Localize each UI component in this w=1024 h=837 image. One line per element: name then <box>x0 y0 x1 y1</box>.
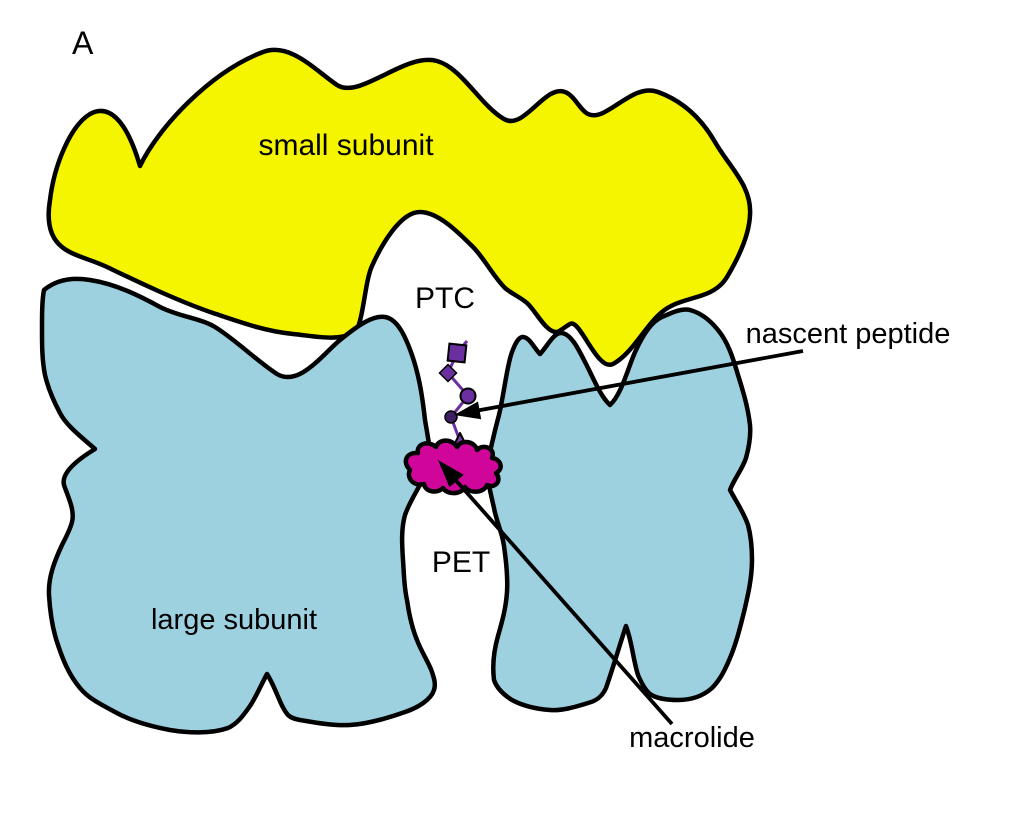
macrolide-arrow <box>438 460 674 726</box>
pet-label: PET <box>432 546 490 579</box>
nascent-peptide-label: nascent peptide <box>746 318 951 350</box>
nascent-peptide-arrowhead <box>454 401 482 420</box>
small-subunit-label: small subunit <box>258 129 434 162</box>
macrolide-arrow-shaft <box>450 474 674 726</box>
ptc-label: PTC <box>415 282 475 315</box>
macrolide-arrowhead <box>438 460 464 488</box>
panel-letter: A <box>72 25 94 61</box>
peptide-bead-diamond <box>438 363 458 383</box>
large-subunit-left-shape <box>39 276 438 735</box>
macrolide-shape <box>403 438 503 496</box>
macrolide-label: macrolide <box>629 722 755 754</box>
peptide-bead-square <box>446 342 468 364</box>
nascent-peptide-arrow-shaft <box>474 349 804 413</box>
peptide-bead-circle <box>459 387 477 405</box>
nascent-peptide-arrow <box>454 349 804 420</box>
peptide-bead-dot <box>444 410 458 424</box>
large-subunit-label: large subunit <box>151 604 317 636</box>
large-subunit-right-shape <box>483 307 755 713</box>
